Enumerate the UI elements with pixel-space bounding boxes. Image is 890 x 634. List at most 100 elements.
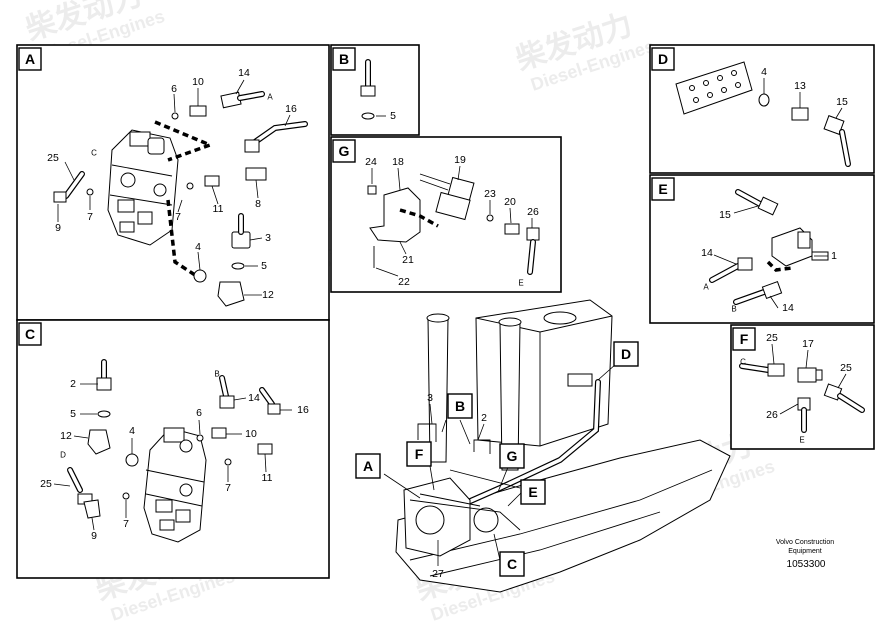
callout-7b: 7 bbox=[175, 211, 181, 223]
hose-25-illustration bbox=[67, 467, 93, 505]
connection-letter-b: B bbox=[731, 305, 736, 314]
o-ring bbox=[122, 492, 130, 500]
panel-b-tag: B bbox=[339, 51, 349, 67]
panel-a-tag: A bbox=[25, 51, 35, 67]
panel-g: G 24 18 19 bbox=[330, 136, 562, 293]
hose-25-left-illustration bbox=[739, 363, 785, 377]
panel-e-frame bbox=[649, 174, 875, 324]
panel-a-tag-box bbox=[18, 47, 42, 71]
panel-f: F 25 17 25 26 C E bbox=[730, 324, 875, 450]
dashed-route bbox=[166, 199, 196, 277]
connection-letter-c: C bbox=[91, 149, 97, 158]
callout-25: 25 bbox=[766, 332, 778, 344]
callout-5: 5 bbox=[70, 408, 76, 420]
o-ring bbox=[758, 93, 770, 107]
elbow-fitting bbox=[217, 281, 245, 307]
callout-10: 10 bbox=[245, 428, 257, 440]
callout-25: 25 bbox=[47, 152, 59, 164]
elbow-fitting bbox=[87, 429, 111, 455]
callout-3: 3 bbox=[265, 232, 271, 244]
callout-14: 14 bbox=[238, 67, 250, 79]
callout-22: 22 bbox=[398, 276, 410, 288]
hose-15-illustration bbox=[735, 189, 779, 216]
footer-doc-number: 1053300 bbox=[787, 559, 826, 570]
callout-12: 12 bbox=[262, 289, 274, 301]
hose-26-illustration bbox=[526, 227, 540, 275]
panel-c-tag-box bbox=[18, 322, 42, 346]
manifold-plate bbox=[567, 373, 593, 387]
overview-tag-c-box bbox=[499, 551, 525, 577]
o-ring bbox=[125, 453, 139, 467]
callout-9: 9 bbox=[55, 222, 61, 234]
panel-g-tag-box bbox=[332, 139, 356, 163]
overview-tag-c: C bbox=[507, 556, 517, 572]
hose-25-right-illustration bbox=[823, 383, 865, 413]
overview-tag-f-box bbox=[406, 441, 432, 467]
adapter-fitting bbox=[257, 443, 273, 455]
tee-fitting bbox=[245, 167, 267, 181]
o-ring bbox=[231, 262, 245, 270]
elbow-fitting bbox=[83, 499, 101, 519]
adapter-fitting bbox=[211, 427, 227, 439]
callout-4: 4 bbox=[129, 425, 135, 437]
o-ring bbox=[486, 214, 494, 222]
tee-17-illustration bbox=[797, 367, 823, 383]
hose-2-illustration bbox=[96, 359, 112, 391]
callout-1: 1 bbox=[831, 250, 837, 262]
callout-20: 20 bbox=[504, 196, 516, 208]
overview-tag-g-box bbox=[499, 443, 525, 469]
panel-c-tag: C bbox=[25, 326, 35, 342]
hose-14-b-illustration bbox=[733, 280, 783, 305]
connection-letter-e: E bbox=[799, 436, 804, 445]
overview-tag-e: E bbox=[528, 484, 537, 500]
overview-tags: B A F G E C D bbox=[355, 341, 639, 577]
connection-letter-d: D bbox=[60, 451, 66, 460]
overview-tag-a-box bbox=[355, 453, 381, 479]
hose-26-illustration bbox=[797, 397, 811, 433]
callout-25: 25 bbox=[40, 478, 52, 490]
panel-b-tag-box bbox=[332, 47, 356, 71]
callout-7b: 7 bbox=[225, 482, 231, 494]
panel-d-tag-box bbox=[651, 47, 675, 71]
callout-26: 26 bbox=[527, 206, 539, 218]
callout-5: 5 bbox=[261, 260, 267, 272]
control-valve-illustration bbox=[107, 129, 179, 246]
callout-14: 14 bbox=[248, 392, 260, 404]
callout-4: 4 bbox=[761, 66, 767, 78]
bracket bbox=[369, 187, 421, 243]
callout-25b: 25 bbox=[840, 362, 852, 374]
panel-c: C bbox=[16, 319, 330, 579]
machine-overview bbox=[395, 299, 731, 593]
overview-tag-f: F bbox=[415, 446, 424, 462]
callout-2: 2 bbox=[481, 412, 487, 424]
overview-callouts: 3 2 27 bbox=[427, 392, 487, 580]
connection-letter-a: A bbox=[703, 283, 709, 292]
callout-7: 7 bbox=[123, 518, 129, 530]
callout-9: 9 bbox=[91, 530, 97, 542]
manifold-plate-illustration bbox=[675, 61, 753, 115]
callout-2: 2 bbox=[70, 378, 76, 390]
callout-14b: 14 bbox=[782, 302, 794, 314]
footer-company-line1: Volvo Construction bbox=[776, 539, 834, 546]
dashed-route bbox=[766, 260, 793, 272]
footer-company-line2: Equipment bbox=[788, 548, 822, 555]
callout-26: 26 bbox=[766, 409, 778, 421]
callout-7: 7 bbox=[87, 211, 93, 223]
callout-27: 27 bbox=[432, 568, 444, 580]
hydraulic-tank bbox=[475, 299, 613, 447]
overview-tag-d: D bbox=[621, 346, 631, 362]
callout-15: 15 bbox=[719, 209, 731, 221]
o-ring bbox=[86, 188, 94, 196]
footer: Volvo Construction Equipment 1053300 bbox=[776, 539, 834, 570]
hose-25-illustration bbox=[53, 171, 85, 203]
control-valve-illustration bbox=[143, 427, 207, 543]
callout-13: 13 bbox=[794, 80, 806, 92]
callout-5: 5 bbox=[390, 110, 396, 122]
hose-16-illustration bbox=[259, 387, 281, 415]
o-ring bbox=[224, 458, 232, 466]
hose-14-illustration bbox=[220, 91, 265, 109]
hose-14-a-illustration bbox=[709, 257, 753, 283]
callout-8: 8 bbox=[255, 198, 261, 210]
